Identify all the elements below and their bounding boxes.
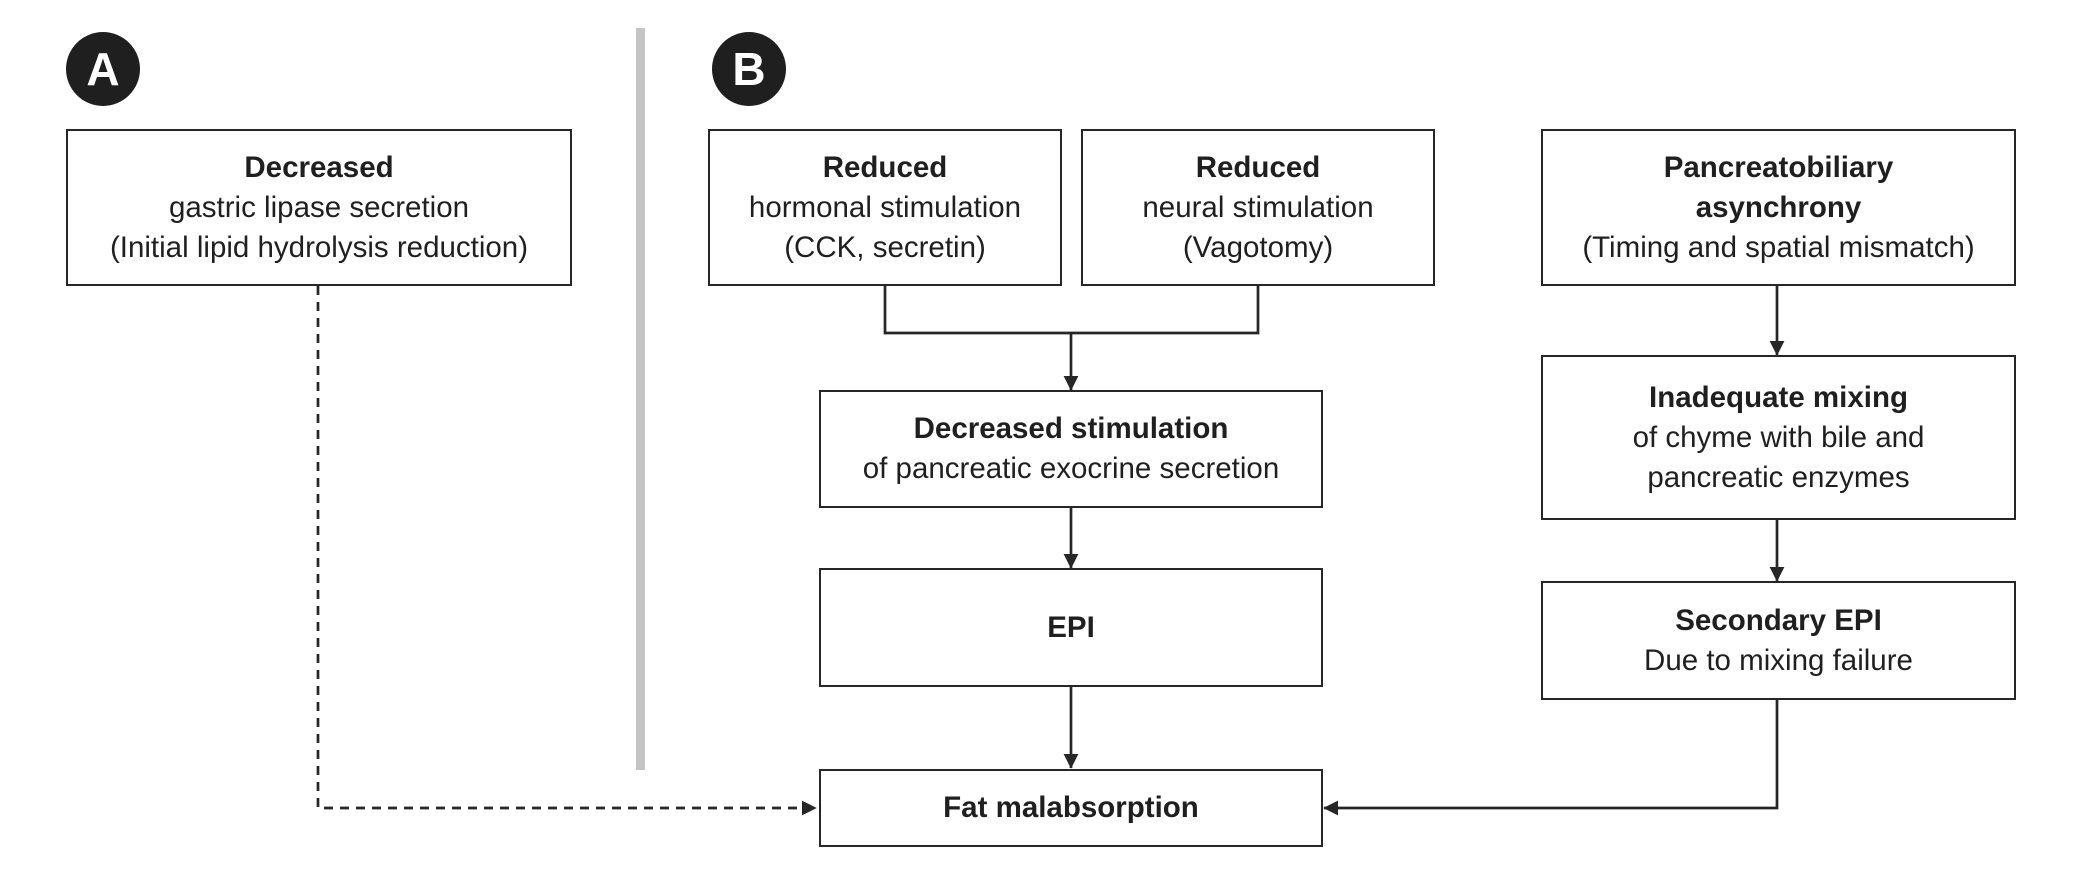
box-title: Inadequate mixing — [1649, 380, 1908, 414]
box-reduced-neural-stimulation: Reduced neural stimulation (Vagotomy) — [1081, 129, 1435, 286]
box-title: Secondary EPI — [1675, 603, 1882, 637]
panel-a-badge: A — [66, 32, 140, 106]
box-line: (Vagotomy) — [1182, 230, 1334, 264]
box-line: (Initial lipid hydrolysis reduction) — [109, 230, 529, 264]
box-title: EPI — [1047, 610, 1095, 644]
box-line: of pancreatic exocrine secretion — [862, 452, 1280, 485]
panel-divider — [636, 28, 645, 770]
box-title: Pancreatobiliary — [1663, 150, 1894, 184]
box-title: asynchrony — [1695, 190, 1862, 224]
box-decreased-stimulation: Decreased stimulation of pancreatic exoc… — [819, 390, 1323, 508]
box-secondary-epi: Secondary EPI Due to mixing failure — [1541, 581, 2016, 700]
box-pancreatobiliary-asynchrony: Pancreatobiliary asynchrony (Timing and … — [1541, 129, 2016, 286]
box-line: hormonal stimulation — [748, 190, 1022, 224]
merge-connector — [883, 286, 1260, 335]
box-title: Fat malabsorption — [943, 791, 1199, 824]
box-line: Due to mixing failure — [1644, 643, 1913, 677]
box-decreased-gastric-lipase: Decreased gastric lipase secretion (Init… — [66, 129, 572, 286]
box-epi: EPI — [819, 568, 1323, 687]
box-line: (Timing and spatial mismatch) — [1582, 230, 1975, 264]
box-title: Decreased stimulation — [913, 412, 1229, 445]
box-inadequate-mixing: Inadequate mixing of chyme with bile and… — [1541, 355, 2016, 520]
panel-b-badge: B — [712, 32, 786, 106]
box-line: gastric lipase secretion — [168, 190, 470, 224]
dashed-arrow-gastric-to-fat — [316, 286, 817, 816]
box-line: of chyme with bile and — [1632, 420, 1925, 454]
box-title: Decreased — [244, 150, 394, 184]
box-fat-malabsorption: Fat malabsorption — [819, 769, 1323, 847]
box-title: Reduced — [1195, 150, 1321, 184]
box-line: neural stimulation — [1142, 190, 1374, 224]
box-title: Reduced — [822, 150, 948, 184]
arrow-secondary-epi-to-fat — [1323, 700, 1779, 816]
box-line: pancreatic enzymes — [1647, 460, 1910, 494]
box-line: (CCK, secretin) — [784, 230, 986, 264]
box-reduced-hormonal-stimulation: Reduced hormonal stimulation (CCK, secre… — [708, 129, 1062, 286]
